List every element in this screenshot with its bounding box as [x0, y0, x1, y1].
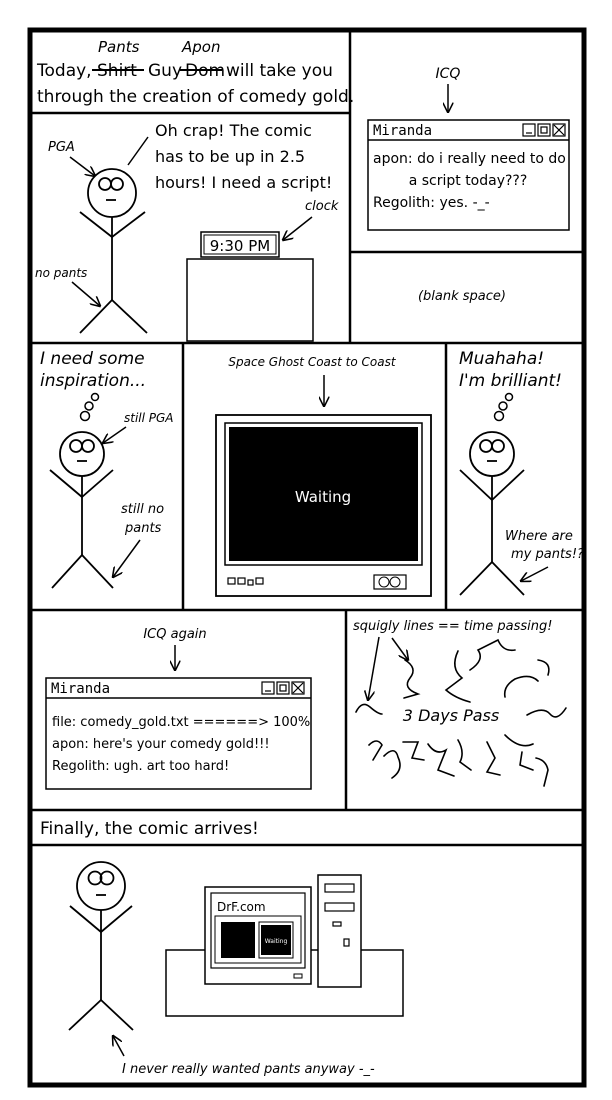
mini-black-screen	[221, 922, 255, 958]
thought-bubbles-2	[493, 392, 514, 422]
speech-line-1: Oh crap! The comic	[155, 121, 312, 140]
panel-time-passing: squigly lines == time passing! 3 Days Pa…	[353, 619, 567, 787]
still-no-pants-2: pants	[124, 521, 162, 536]
panel-finale: DrF.com Waiting I never really wanted pa…	[68, 861, 404, 1077]
tv-screen-text: Waiting	[295, 488, 351, 506]
stick-figure-pga	[79, 168, 148, 334]
thought-line-2: inspiration...	[40, 371, 146, 391]
icq2-line-1: file: comedy_gold.txt ======> 100%	[52, 715, 310, 730]
miranda-title-2: Miranda	[51, 681, 110, 697]
icq-line-3: Regolith: yes. -_-	[373, 195, 490, 211]
icq-label: ICQ	[436, 66, 461, 82]
miranda-window	[367, 119, 570, 231]
final-caption: I never really wanted pants anyway -_-	[122, 1062, 375, 1077]
no-pants-label: no pants	[35, 266, 87, 280]
icq-line-1: apon: do i really need to do	[373, 151, 566, 167]
days-pass-label: 3 Days Pass	[403, 706, 499, 725]
panel-intro: Pants Apon Today, Shirt Guy Dom will tak…	[36, 38, 354, 107]
still-no-pants-1: still no	[121, 502, 164, 517]
panel-tv: Space Ghost Coast to Coast Waiting	[215, 355, 432, 597]
window-controls-2	[261, 681, 305, 695]
minimize-icon	[522, 123, 536, 137]
squiggles	[355, 638, 567, 787]
show-label: Space Ghost Coast to Coast	[228, 355, 396, 369]
clock-time: 9:30 PM	[210, 237, 270, 255]
thought-line-1: I need some	[40, 349, 145, 369]
window-controls	[522, 123, 566, 137]
brilliant-line-2: I'm brilliant!	[459, 371, 562, 391]
where-pants-2: my pants!?	[511, 547, 584, 562]
icq-line-2: a script today???	[409, 173, 528, 189]
minimize-icon	[261, 681, 275, 695]
speech-line-3: hours! I need a script!	[155, 173, 332, 192]
miranda-title: Miranda	[373, 123, 432, 139]
icq2-line-2: apon: here's your comedy gold!!!	[52, 737, 270, 752]
mini-screen-text: Waiting	[265, 938, 288, 945]
miranda-window-2	[45, 677, 312, 790]
site-title: DrF.com	[217, 900, 266, 914]
tv-screen	[229, 427, 418, 561]
stick-figure-brilliant	[459, 431, 525, 596]
pga-label: PGA	[48, 140, 75, 155]
panel-brilliant: Muahaha! I'm brilliant! Where are my pan…	[459, 349, 584, 596]
intro-today: Today,	[36, 61, 92, 81]
mini-tv-screen	[261, 925, 291, 955]
speech-line-2: has to be up in 2.5	[155, 147, 305, 166]
intro-guy: Guy	[148, 61, 182, 81]
computer-tower	[317, 874, 362, 988]
thought-bubbles	[79, 392, 100, 422]
panel-dividers	[30, 30, 584, 847]
still-pga-label: still PGA	[124, 411, 174, 425]
intro-will-take: will take you	[226, 61, 333, 81]
icq2-line-3: Regolith: ugh. art too hard!	[52, 759, 229, 774]
finally-label: Finally, the comic arrives!	[40, 819, 259, 839]
clock-label: clock	[305, 199, 339, 214]
stick-figure-final	[68, 861, 134, 1031]
blank-space-label: (blank space)	[418, 289, 506, 304]
panel-pga-panic: PGA Oh crap! The comic has to be up in 2…	[35, 121, 339, 342]
brilliant-line-1: Muahaha!	[459, 349, 544, 369]
stick-figure-thinking	[49, 431, 114, 589]
panel-icq: ICQ Miranda apon: do i really need to do…	[367, 66, 570, 231]
desk-box	[186, 258, 314, 342]
tv-buttons	[227, 577, 264, 586]
panel-inspiration: I need some inspiration... still PGA sti…	[40, 349, 174, 589]
intro-line-2: through the creation of comedy gold.	[37, 87, 354, 107]
icq-again-label: ICQ again	[143, 627, 206, 642]
pants-correction: Pants	[98, 38, 140, 56]
where-pants-1: Where are	[505, 529, 573, 544]
squigly-label: squigly lines == time passing!	[353, 619, 552, 634]
apon-correction: Apon	[181, 38, 220, 56]
panel-icq-again: ICQ again Miranda file: comedy_gold.txt …	[45, 627, 312, 790]
